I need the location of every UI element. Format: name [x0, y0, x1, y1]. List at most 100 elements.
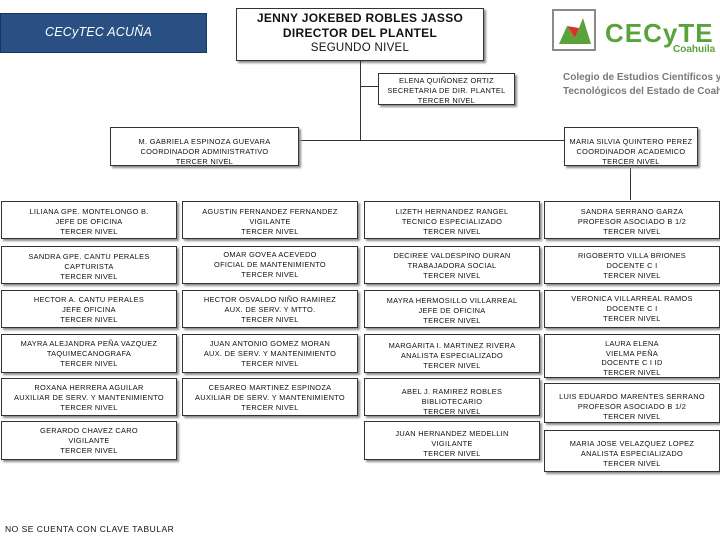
footer-note: NO SE CUENTA CON CLAVE TABULAR — [5, 524, 175, 534]
staff-title: DOCENTE C I — [606, 261, 658, 270]
staff-box: JUAN ANTONIO GOMEZ MORAN AUX. DE SERV. Y… — [182, 334, 358, 373]
staff-level: TERCER NIVEL — [241, 315, 299, 324]
staff-title: DOCENTE C I — [606, 304, 658, 313]
staff-name: OMAR GOVEA ACEVEDO — [223, 250, 317, 259]
staff-box: GERARDO CHAVEZ CARO VIGILANTE TERCER NIV… — [1, 421, 177, 460]
staff-box: HECTOR OSVALDO NIÑO RAMIREZ AUX. DE SERV… — [182, 290, 358, 328]
staff-name: RIGOBERTO VILLA BRIONES — [577, 251, 687, 260]
staff-title: AUXILIAR DE SERV. Y MANTENIMIENTO — [195, 393, 345, 402]
staff-level: TERCER NIVEL — [603, 367, 661, 377]
staff-name: LILIANA GPE. MONTELONGO B. — [29, 207, 149, 216]
staff-title: AUX. DE SERV. Y MTTO. — [224, 305, 316, 314]
staff-box: MARIA JOSE VELAZQUEZ LOPEZ ANALISTA ESPE… — [544, 430, 720, 472]
cecyte-emblem-icon — [552, 9, 596, 51]
school-name: CECyTEC ACUÑA — [45, 25, 153, 39]
staff-box: SANDRA GPE. CANTU PERALES CAPTURISTA TER… — [1, 246, 177, 284]
staff-title: VIGILANTE — [68, 436, 110, 445]
staff-title: CAPTURISTA — [64, 262, 114, 271]
director-level: SEGUNDO NIVEL — [310, 42, 410, 54]
staff-title: PROFESOR ASOCIADO B 1/2 — [577, 402, 687, 411]
staff-name: MAYRA HERMOSILLO VILLARREAL — [386, 296, 518, 305]
staff-box: CESAREO MARTINEZ ESPINOZA AUXILIAR DE SE… — [182, 378, 358, 416]
staff-title: TECNICO ESPECIALIZADO — [401, 217, 503, 226]
secretaria-name: ELENA QUIÑONEZ ORTIZ — [399, 76, 494, 85]
staff-title: BIBLIOTECARIO — [421, 397, 483, 406]
staff-level: TERCER NIVEL — [60, 446, 118, 455]
secretaria-level: TERCER NIVEL — [417, 96, 476, 105]
staff-name: LAURA ELENA — [605, 339, 659, 348]
staff-name: MARIA JOSE VELAZQUEZ LOPEZ — [569, 439, 695, 448]
staff-name: GERARDO CHAVEZ CARO — [40, 426, 138, 435]
staff-box: DECIREE VALDESPINO DURAN TRABAJADORA SOC… — [364, 246, 540, 284]
staff-level: TERCER NIVEL — [241, 403, 299, 412]
staff-box: RIGOBERTO VILLA BRIONES DOCENTE C I TERC… — [544, 246, 720, 284]
staff-title: VIGILANTE — [431, 439, 473, 448]
staff-title: JEFE DE OFICINA — [55, 217, 123, 226]
staff-box: VERONICA VILLARREAL RAMOS DOCENTE C I TE… — [544, 290, 720, 328]
staff-level: TERCER NIVEL — [423, 407, 481, 416]
coord-acad-level: TERCER NIVEL — [602, 157, 660, 166]
staff-title: DOCENTE C I ID — [601, 358, 663, 367]
coord-acad-name: MARIA SILVIA QUINTERO PEREZ — [569, 137, 693, 146]
secretaria-box: ELENA QUIÑONEZ ORTIZ SECRETARIA DE DIR. … — [378, 73, 515, 105]
staff-title: ANALISTA ESPECIALIZADO — [580, 449, 684, 458]
staff-title: ANALISTA ESPECIALIZADO — [400, 351, 504, 360]
staff-box: AGUSTIN FERNANDEZ FERNANDEZ VIGILANTE TE… — [182, 201, 358, 239]
director-title: DIRECTOR DEL PLANTEL — [282, 26, 438, 40]
staff-level: TERCER NIVEL — [60, 272, 118, 281]
staff-title: AUX. DE SERV. Y MANTENIMIENTO — [203, 349, 337, 358]
coord-admin-level: TERCER NIVEL — [175, 157, 234, 166]
staff-name-2: VIELMA PEÑA — [605, 348, 659, 358]
logo-state: Coahuila — [673, 44, 716, 55]
staff-name: JUAN HERNANDEZ MEDELLIN — [395, 429, 509, 438]
staff-box: HECTOR A. CANTU PERALES JEFE OFICINA TER… — [1, 290, 177, 328]
connector-secretaria — [360, 86, 378, 87]
staff-name: LUIS EDUARDO MARENTES SERRANO — [559, 392, 705, 401]
staff-level: TERCER NIVEL — [241, 359, 299, 368]
staff-name: CESAREO MARTINEZ ESPINOZA — [208, 383, 332, 392]
staff-box: JUAN HERNANDEZ MEDELLIN VIGILANTE TERCER… — [364, 421, 540, 460]
staff-title: TAQUIMECANOGRAFA — [46, 349, 132, 358]
staff-name: SANDRA SERRANO GARZA — [580, 207, 684, 216]
staff-level: TERCER NIVEL — [603, 271, 661, 280]
connector-coordinators — [299, 140, 564, 141]
staff-level: TERCER NIVEL — [423, 271, 481, 280]
staff-level: TERCER NIVEL — [60, 359, 118, 368]
staff-name: JUAN ANTONIO GOMEZ MORAN — [209, 339, 331, 348]
connector-col4 — [630, 168, 631, 200]
staff-level: TERCER NIVEL — [423, 449, 481, 458]
staff-title: TRABAJADORA SOCIAL — [407, 261, 497, 270]
staff-title: JEFE OFICINA — [62, 305, 116, 314]
staff-box: LUIS EDUARDO MARENTES SERRANO PROFESOR A… — [544, 383, 720, 423]
connector-director-down — [360, 61, 361, 140]
logo-subtitle-1: Colegio de Estudios Científicos y — [563, 72, 720, 83]
logo-subtitle-2: Tecnológicos del Estado de Coahuila — [563, 86, 720, 97]
staff-name: SANDRA GPE. CANTU PERALES — [28, 252, 150, 261]
staff-title: AUXILIAR DE SERV. Y MANTENIMIENTO — [14, 393, 164, 402]
staff-level: TERCER NIVEL — [423, 227, 481, 236]
staff-box: OMAR GOVEA ACEVEDO OFICIAL DE MANTENIMIE… — [182, 246, 358, 284]
staff-level: TERCER NIVEL — [241, 270, 299, 279]
staff-name: HECTOR A. CANTU PERALES — [33, 295, 145, 304]
staff-name: LIZETH HERNANDEZ RANGEL — [395, 207, 509, 216]
staff-level: TERCER NIVEL — [60, 227, 118, 236]
staff-box: LAURA ELENA VIELMA PEÑA DOCENTE C I ID T… — [544, 334, 720, 378]
secretaria-title: SECRETARIA DE DIR. PLANTEL — [387, 86, 506, 95]
coord-admin-title: COORDINADOR ADMINISTRATIVO — [140, 147, 269, 156]
coord-administrativo-box: M. GABRIELA ESPINOZA GUEVARA COORDINADOR… — [110, 127, 299, 166]
staff-level: TERCER NIVEL — [60, 403, 118, 412]
cecyte-logo: CECyTE Coahuila Colegio de Estudios Cien… — [545, 4, 720, 99]
director-box: JENNY JOKEBED ROBLES JASSO DIRECTOR DEL … — [236, 8, 484, 61]
coord-academico-box: MARIA SILVIA QUINTERO PEREZ COORDINADOR … — [564, 127, 698, 166]
staff-box: ROXANA HERRERA AGUILAR AUXILIAR DE SERV.… — [1, 378, 177, 416]
staff-level: TERCER NIVEL — [603, 314, 661, 323]
staff-name: HECTOR OSVALDO NIÑO RAMIREZ — [203, 295, 337, 304]
staff-level: TERCER NIVEL — [423, 316, 481, 325]
staff-level: TERCER NIVEL — [423, 361, 481, 370]
staff-box: LIZETH HERNANDEZ RANGEL TECNICO ESPECIAL… — [364, 201, 540, 239]
staff-box: MAYRA ALEJANDRA PEÑA VAZQUEZ TAQUIMECANO… — [1, 334, 177, 373]
staff-box: SANDRA SERRANO GARZA PROFESOR ASOCIADO B… — [544, 201, 720, 239]
logo-word: CECyTE — [605, 18, 714, 48]
staff-level: TERCER NIVEL — [241, 227, 299, 236]
school-banner: CECyTEC ACUÑA — [0, 13, 207, 53]
